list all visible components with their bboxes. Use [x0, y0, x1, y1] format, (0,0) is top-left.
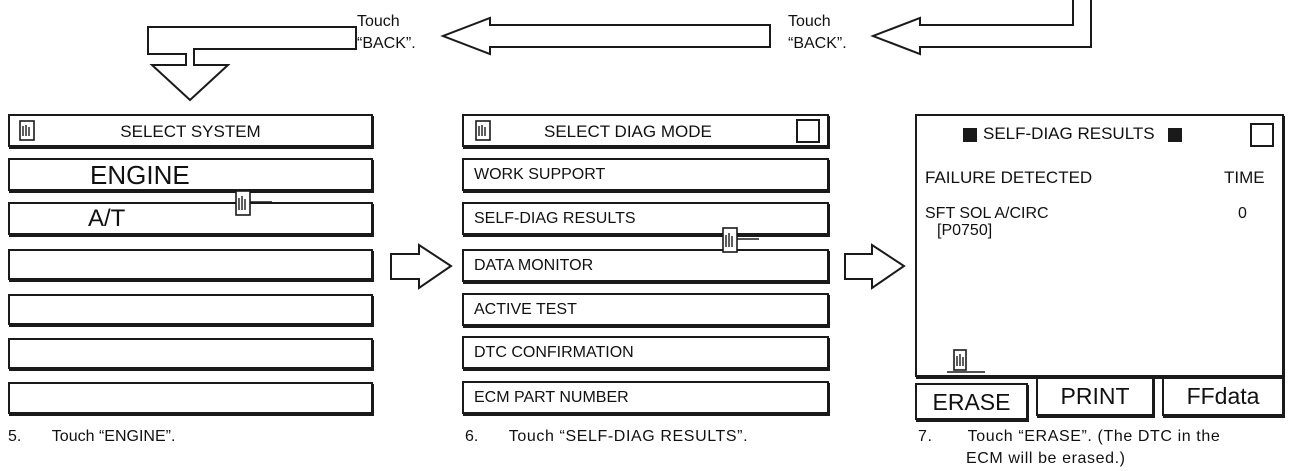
- system-item-engine-label: ENGINE: [90, 160, 190, 190]
- system-item-empty-3[interactable]: [8, 338, 373, 369]
- touch-back-2-line2: “BACK”.: [788, 35, 847, 52]
- diag-mode-dtc-confirmation[interactable]: DTC CONFIRMATION: [462, 336, 829, 369]
- forward-arrow-2: [844, 243, 906, 290]
- dtc-time: 0: [1238, 205, 1247, 222]
- ffdata-button-label: FFdata: [1186, 383, 1260, 409]
- screen3-square-button[interactable]: [1250, 123, 1274, 147]
- dtc-code: [P0750]: [937, 222, 993, 239]
- back-arrow-middle: [440, 16, 771, 56]
- screen2-caption: 6. Touch “SELF-DIAG RESULTS”.: [465, 426, 748, 448]
- pointer-hand-icon-engine: [235, 190, 272, 216]
- screen3-caption: 7. Touch “ERASE”. (The DTC in the ECM wi…: [918, 426, 1220, 470]
- back-arrow-left-down: [147, 26, 357, 102]
- touch-back-label-1: Touch “BACK”.: [357, 11, 416, 55]
- screen3-title: SELF-DIAG RESULTS: [983, 124, 1155, 143]
- forward-arrow-1: [390, 243, 453, 290]
- system-item-at-label: A/T: [88, 205, 126, 232]
- diag-mode-work-support[interactable]: WORK SUPPORT: [462, 158, 829, 191]
- screen2-title: SELECT DIAG MODE: [544, 122, 712, 141]
- screen3-caption-num: 7.: [918, 428, 933, 445]
- system-item-empty-4[interactable]: [8, 382, 373, 414]
- erase-button-label: ERASE: [932, 389, 1011, 415]
- print-button[interactable]: PRINT: [1036, 377, 1154, 416]
- screen3-caption-line1: Touch “ERASE”. (The DTC in the: [967, 428, 1221, 445]
- diag-mode-data-monitor-label: DATA MONITOR: [474, 256, 594, 274]
- ffdata-button[interactable]: FFdata: [1162, 377, 1284, 416]
- hand-icon: [475, 120, 491, 141]
- system-item-empty-2[interactable]: [8, 294, 373, 325]
- diag-mode-ecm-part-number-label: ECM PART NUMBER: [474, 388, 629, 406]
- screen1-caption-num: 5.: [8, 428, 22, 445]
- touch-back-label-2: Touch “BACK”.: [788, 11, 847, 55]
- touch-back-1-line2: “BACK”.: [357, 35, 416, 52]
- system-item-empty-1[interactable]: [8, 249, 373, 280]
- system-item-engine[interactable]: ENGINE: [8, 158, 373, 191]
- diag-mode-self-diag-results-label: SELF-DIAG RESULTS: [474, 209, 636, 227]
- screen2-caption-num: 6.: [465, 428, 479, 445]
- screen1-title: SELECT SYSTEM: [120, 122, 261, 141]
- col-time: TIME: [1224, 168, 1265, 187]
- col-failure-detected: FAILURE DETECTED: [925, 168, 1093, 187]
- screen2-header: SELECT DIAG MODE: [462, 114, 829, 147]
- screen2-caption-text: Touch “SELF-DIAG RESULTS”.: [508, 428, 749, 445]
- back-arrow-top-right: [870, 0, 1092, 56]
- diag-mode-dtc-confirmation-label: DTC CONFIRMATION: [474, 343, 634, 361]
- screen3-panel: SELF-DIAG RESULTS FAILURE DETECTED TIME …: [915, 114, 1284, 377]
- touch-back-2-line1: Touch: [788, 13, 831, 30]
- diag-mode-ecm-part-number[interactable]: ECM PART NUMBER: [462, 381, 829, 414]
- erase-button[interactable]: ERASE: [915, 383, 1028, 420]
- black-square-icon-right: [1168, 128, 1182, 142]
- screen1-header: SELECT SYSTEM: [8, 114, 373, 147]
- hand-icon: [19, 120, 35, 141]
- pointer-hand-icon-erase: [947, 349, 985, 373]
- screen3-caption-line2: ECM will be erased.): [966, 450, 1126, 467]
- diag-mode-active-test[interactable]: ACTIVE TEST: [462, 293, 829, 326]
- print-button-label: PRINT: [1060, 383, 1130, 409]
- diag-mode-self-diag-results[interactable]: SELF-DIAG RESULTS: [462, 202, 829, 235]
- screen1-caption-text: Touch “ENGINE”.: [51, 428, 176, 445]
- screen2-square-button[interactable]: [796, 119, 820, 143]
- screen1-caption: 5. Touch “ENGINE”.: [8, 426, 175, 448]
- diag-mode-work-support-label: WORK SUPPORT: [474, 165, 606, 183]
- diag-mode-active-test-label: ACTIVE TEST: [474, 300, 577, 318]
- dtc-name: SFT SOL A/CIRC: [925, 205, 1049, 222]
- black-square-icon-left: [963, 128, 977, 142]
- touch-back-1-line1: Touch: [357, 13, 400, 30]
- diag-mode-data-monitor[interactable]: DATA MONITOR: [462, 249, 829, 282]
- pointer-hand-icon-self-diag: [722, 227, 759, 253]
- system-item-at[interactable]: A/T: [8, 202, 373, 235]
